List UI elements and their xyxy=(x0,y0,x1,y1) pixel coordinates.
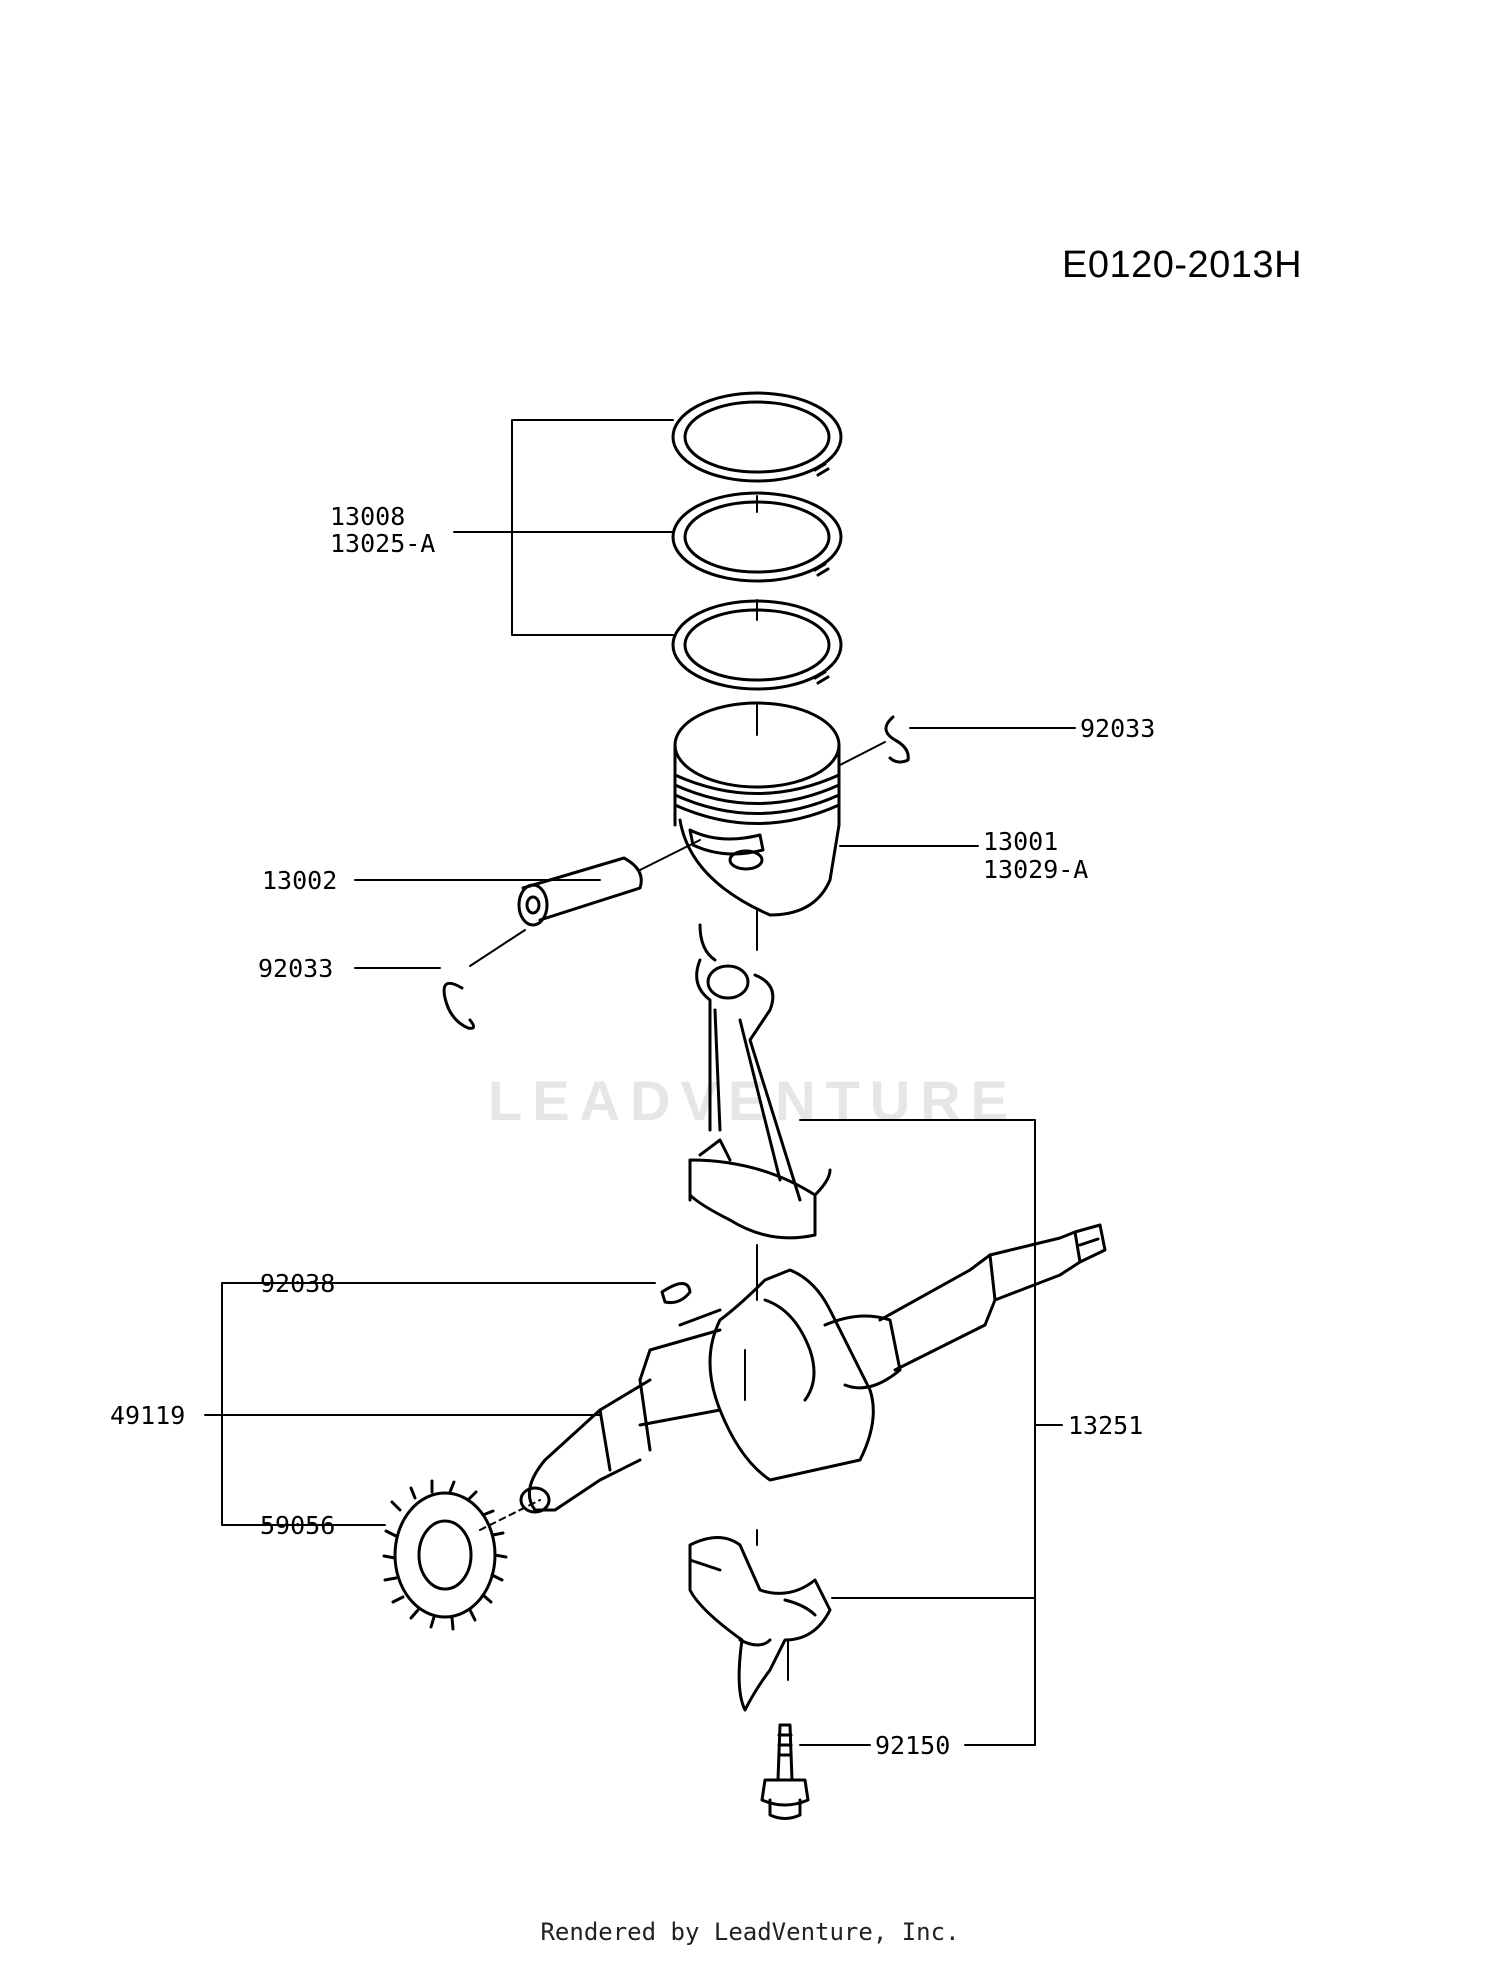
crankshaft[interactable] xyxy=(519,1223,1107,1514)
connecting-rod[interactable] xyxy=(688,923,832,1240)
callout-13251[interactable]: 13251 xyxy=(1068,1411,1143,1440)
callout-13008[interactable]: 13008 xyxy=(330,502,405,531)
crank-gear[interactable] xyxy=(382,1479,541,1631)
circlip-top[interactable] xyxy=(884,715,910,764)
callout-92150[interactable]: 92150 xyxy=(875,1731,950,1760)
watermark: LEADVENTURE xyxy=(488,1069,1019,1132)
piston-pin[interactable] xyxy=(517,856,643,927)
footer-credit: Rendered by LeadVenture, Inc. xyxy=(540,1918,960,1946)
conrod-bolt[interactable] xyxy=(760,1723,810,1820)
callout-13029-a[interactable]: 13029-A xyxy=(983,855,1088,884)
callout-13001[interactable]: 13001 xyxy=(983,827,1058,856)
circlip-left[interactable] xyxy=(442,981,475,1030)
piston[interactable] xyxy=(673,701,841,917)
callout-49119[interactable]: 49119 xyxy=(110,1401,185,1430)
callout-13025-a[interactable]: 13025-A xyxy=(330,529,435,558)
diagram-code: E0120-2013H xyxy=(1062,244,1303,286)
callouts: 13008 13025-A 92033 13001 13029-A 13002 … xyxy=(110,502,1155,1760)
callout-92033-left[interactable]: 92033 xyxy=(258,954,333,983)
callout-92038[interactable]: 92038 xyxy=(260,1269,335,1298)
callout-59056[interactable]: 59056 xyxy=(260,1511,335,1540)
woodruff-key[interactable] xyxy=(660,1282,692,1304)
conrod-cap[interactable] xyxy=(688,1536,832,1712)
piston-ring-top[interactable] xyxy=(671,391,843,483)
callout-92033-top[interactable]: 92033 xyxy=(1080,714,1155,743)
callout-13002[interactable]: 13002 xyxy=(262,866,337,895)
leader-lines xyxy=(204,419,1076,1746)
